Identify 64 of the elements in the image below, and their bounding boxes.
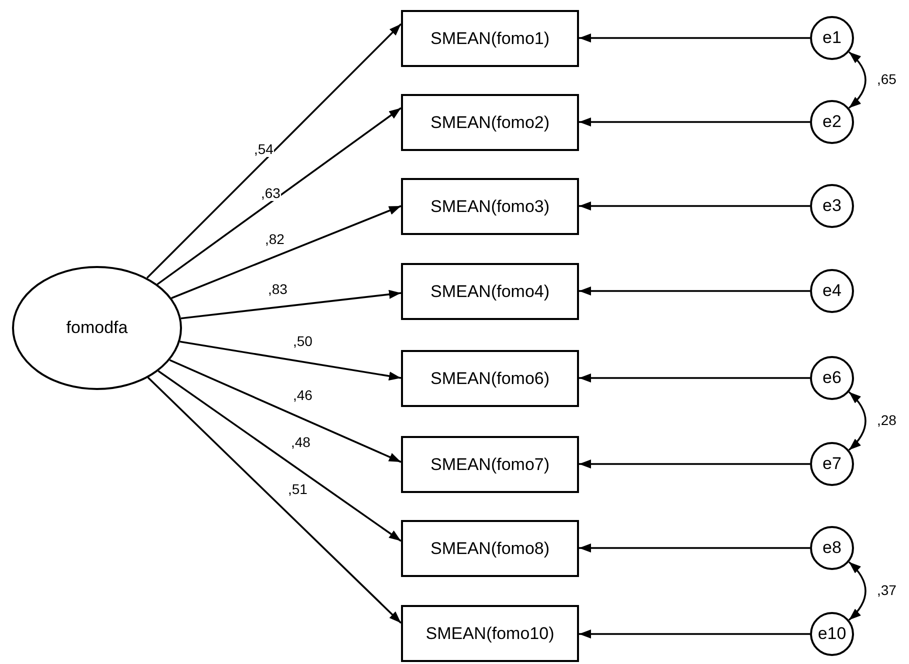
- edge-label: ,37: [876, 583, 898, 598]
- error-term-name: e10: [818, 624, 846, 644]
- error-term-circle: [810, 612, 854, 656]
- variable-name: SMEAN(fomo6): [430, 368, 550, 388]
- path-arrow: [169, 359, 402, 463]
- path-arrow: [579, 118, 810, 126]
- path-arrow: [156, 107, 402, 286]
- path-arrow: [171, 205, 402, 299]
- edge-label: ,50: [292, 334, 314, 349]
- path-arrow: [147, 376, 402, 624]
- edge-label: ,54: [253, 142, 274, 157]
- error-term-circle: [810, 269, 854, 313]
- error-term-name: e3: [822, 196, 842, 216]
- error-term-circle: [810, 356, 854, 400]
- error-term-circle: [810, 100, 854, 144]
- edge-label: ,51: [287, 482, 308, 497]
- error-term-name: e1: [822, 28, 842, 48]
- variable-name: SMEAN(fomo1): [430, 28, 550, 48]
- latent-variable-ellipse: [12, 266, 182, 390]
- error-term-circle: [810, 442, 854, 486]
- path-arrow: [579, 544, 810, 552]
- error-term-name: e4: [822, 281, 842, 301]
- edge-label: ,83: [267, 282, 288, 297]
- path-arrow: [180, 290, 402, 320]
- path-arrow: [158, 370, 402, 542]
- error-term-name: e8: [822, 538, 842, 558]
- error-term-name: e6: [822, 368, 842, 388]
- path-arrow: [579, 630, 810, 638]
- error-term-name: e7: [822, 454, 842, 474]
- path-arrow: [146, 23, 402, 279]
- error-term-circle: [810, 16, 854, 60]
- path-arrow: [579, 286, 810, 296]
- edge-label: ,48: [290, 435, 312, 450]
- latent-variable-name: fomodfa: [66, 318, 128, 338]
- variable-name: SMEAN(fomo4): [430, 282, 550, 302]
- variable-name: SMEAN(fomo3): [430, 196, 550, 216]
- observed-variable-box: [401, 263, 579, 320]
- observed-variable-box: [401, 436, 579, 493]
- error-term-circle: [810, 526, 854, 570]
- observed-variable-box: [401, 520, 579, 577]
- path-arrow: [579, 34, 810, 42]
- observed-variable-box: [401, 350, 579, 407]
- variable-name: SMEAN(fomo8): [430, 538, 550, 558]
- edge-label: ,82: [264, 232, 286, 247]
- path-arrow: [180, 340, 402, 381]
- edge-label: ,65: [876, 72, 898, 87]
- variable-name: SMEAN(fomo10): [426, 624, 554, 644]
- observed-variable-box: [401, 178, 579, 235]
- covariance-arrow: [848, 391, 866, 451]
- observed-variable-box: [401, 94, 579, 151]
- error-term-name: e2: [822, 112, 842, 132]
- edge-label: ,28: [876, 413, 898, 428]
- covariance-arrow: [848, 51, 866, 109]
- observed-variable-box: [401, 605, 579, 662]
- path-arrow: [579, 374, 810, 382]
- edge-label: ,46: [292, 388, 314, 403]
- edge-label: ,63: [260, 186, 282, 201]
- variable-name: SMEAN(fomo2): [430, 112, 550, 132]
- error-term-circle: [810, 184, 854, 228]
- path-arrow: [579, 460, 810, 468]
- covariance-arrow: [848, 561, 866, 621]
- observed-variable-box: [401, 10, 579, 67]
- variable-name: SMEAN(fomo7): [430, 454, 550, 474]
- path-arrow: [579, 202, 810, 210]
